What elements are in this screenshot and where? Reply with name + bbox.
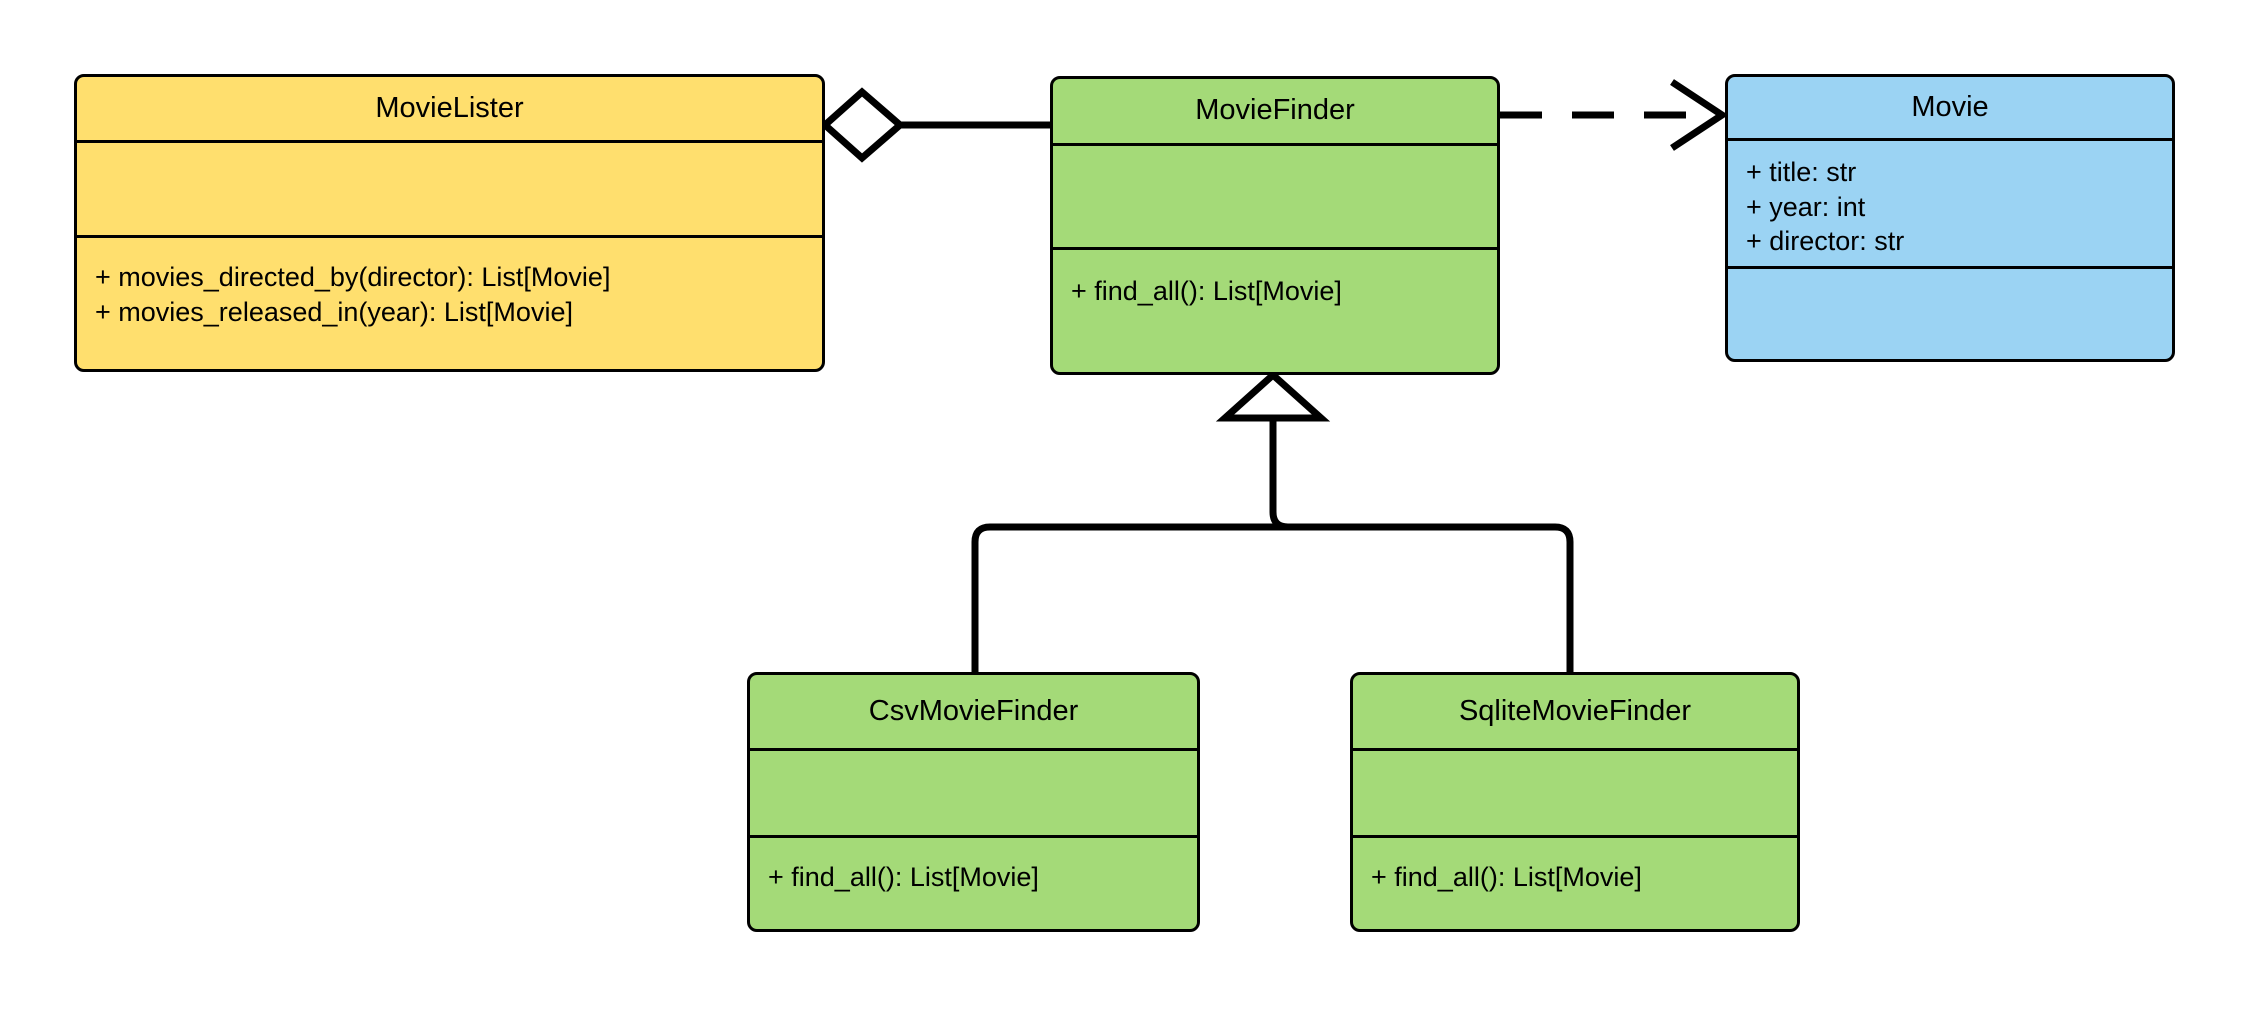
hollow-diamond-icon <box>819 87 906 163</box>
attributes-compartment <box>1353 748 1797 835</box>
class-name-compartment: MovieLister <box>77 77 822 140</box>
methods-compartment: + movies_directed_by(director): List[Mov… <box>77 235 822 369</box>
attribute-item: + year: int <box>1746 191 1866 222</box>
method-item: + find_all(): List[Movie] <box>768 862 1039 892</box>
method-item: + find_all(): List[Movie] <box>1071 276 1342 306</box>
class-name-compartment: CsvMovieFinder <box>750 675 1197 748</box>
methods-compartment: + find_all(): List[Movie] <box>1353 835 1797 929</box>
class-name-label: SqliteMovieFinder <box>1458 694 1692 727</box>
attribute-item: + director: str <box>1746 226 1905 257</box>
generalization-stem <box>1269 418 1289 531</box>
class-name-compartment: SqliteMovieFinder <box>1353 675 1797 748</box>
methods-compartment <box>1728 266 2172 359</box>
attributes-compartment: + title: str + year: int + director: str <box>1728 138 2172 266</box>
method-item: + find_all(): List[Movie] <box>1371 862 1642 892</box>
class-box-movielister[interactable]: MovieLister + movies_directed_by(directo… <box>74 74 825 372</box>
class-name-label: CsvMovieFinder <box>868 694 1079 727</box>
class-name-compartment: Movie <box>1728 77 2172 138</box>
method-item: + movies_released_in(year): List[Movie] <box>95 296 573 327</box>
attribute-item: + title: str <box>1746 157 1857 187</box>
edge-generalization-tree <box>971 370 1574 672</box>
class-name-label: Movie <box>1911 90 1989 123</box>
class-box-movie[interactable]: Movie + title: str + year: int + directo… <box>1725 74 2175 362</box>
class-name-label: MovieFinder <box>1195 94 1355 127</box>
methods-compartment: + find_all(): List[Movie] <box>1053 247 1497 372</box>
generalization-branch-left <box>971 523 1273 672</box>
class-box-csvmoviefinder[interactable]: CsvMovieFinder + find_all(): List[Movie] <box>747 672 1200 932</box>
class-box-moviefinder[interactable]: MovieFinder + find_all(): List[Movie] <box>1050 76 1500 375</box>
class-name-label: MovieLister <box>375 91 524 124</box>
class-name-compartment: MovieFinder <box>1053 79 1497 143</box>
hollow-triangle-icon <box>1215 370 1331 422</box>
open-arrowhead-icon <box>1670 79 1729 151</box>
class-box-sqlitemoviefinder[interactable]: SqliteMovieFinder + find_all(): List[Mov… <box>1350 672 1800 932</box>
edge-aggregation-movielister-moviefinder <box>819 87 1050 163</box>
attributes-compartment <box>77 140 822 235</box>
methods-compartment: + find_all(): List[Movie] <box>750 835 1197 929</box>
attributes-compartment <box>750 748 1197 835</box>
attributes-compartment <box>1053 143 1497 247</box>
edge-dependency-moviefinder-movie <box>1500 79 1729 151</box>
generalization-branch-right <box>1273 523 1574 672</box>
method-item: + movies_directed_by(director): List[Mov… <box>95 262 611 292</box>
